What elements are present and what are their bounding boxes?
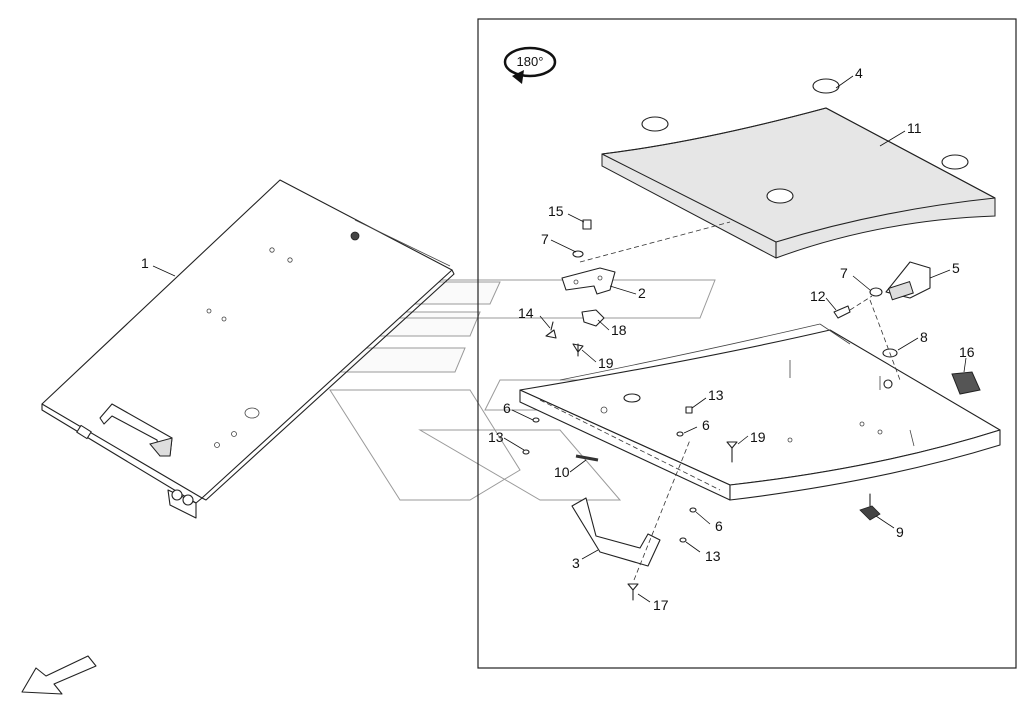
screw-part-19-right xyxy=(726,441,738,463)
callout-6-left: 6 xyxy=(503,400,511,416)
callout-7-left: 7 xyxy=(541,231,549,247)
bolt-part-12 xyxy=(833,305,851,319)
callout-15: 15 xyxy=(548,203,564,219)
callout-11: 11 xyxy=(907,120,922,136)
washer-part-7-left xyxy=(572,250,584,258)
leader-lines xyxy=(152,75,967,603)
pin-part-10 xyxy=(575,454,599,462)
callout-13-middle: 13 xyxy=(708,387,724,403)
callout-9: 9 xyxy=(896,524,904,540)
screw-part-14 xyxy=(545,321,557,339)
callout-17: 17 xyxy=(653,597,669,613)
rotation-label: 180° xyxy=(517,54,544,69)
nut-part-9 xyxy=(859,493,881,521)
cushion-pad-part-11 xyxy=(601,78,996,259)
callout-4: 4 xyxy=(855,65,863,81)
hinge-part-5 xyxy=(885,261,931,301)
grommet-part-16 xyxy=(951,371,981,395)
callout-16: 16 xyxy=(959,344,975,360)
callout-3: 3 xyxy=(572,555,580,571)
callout-7-right: 7 xyxy=(840,265,848,281)
callout-6-middle: 6 xyxy=(702,417,710,433)
callout-12: 12 xyxy=(810,288,826,304)
cap-part-15 xyxy=(582,219,592,230)
storage-tray xyxy=(519,323,1001,501)
callout-6-bottom: 6 xyxy=(715,518,723,534)
screw-part-19-left xyxy=(572,343,584,357)
callout-18: 18 xyxy=(611,322,627,338)
assembly-lines xyxy=(539,221,901,581)
callout-5: 5 xyxy=(952,260,960,276)
clip-part-18 xyxy=(581,309,605,327)
detail-frame xyxy=(477,18,1017,669)
rotation-180-icon xyxy=(503,46,557,84)
callout-19-left: 19 xyxy=(598,355,614,371)
callout-19-right: 19 xyxy=(750,429,766,445)
washer-part-7-right xyxy=(869,287,883,297)
callout-10: 10 xyxy=(554,464,570,480)
callout-1: 1 xyxy=(141,255,149,271)
direction-arrow-icon xyxy=(21,655,97,695)
callout-13-left: 13 xyxy=(488,429,504,445)
screw-part-17 xyxy=(627,583,639,601)
bracket-part-2 xyxy=(561,267,616,295)
callout-14: 14 xyxy=(518,305,534,321)
handle-part-3 xyxy=(571,497,661,567)
fastener-parts-6-13 xyxy=(522,406,697,543)
callout-13-bottom: 13 xyxy=(705,548,721,564)
callout-8: 8 xyxy=(920,329,928,345)
callout-2: 2 xyxy=(638,285,646,301)
lid-panel-part-1 xyxy=(41,179,455,519)
